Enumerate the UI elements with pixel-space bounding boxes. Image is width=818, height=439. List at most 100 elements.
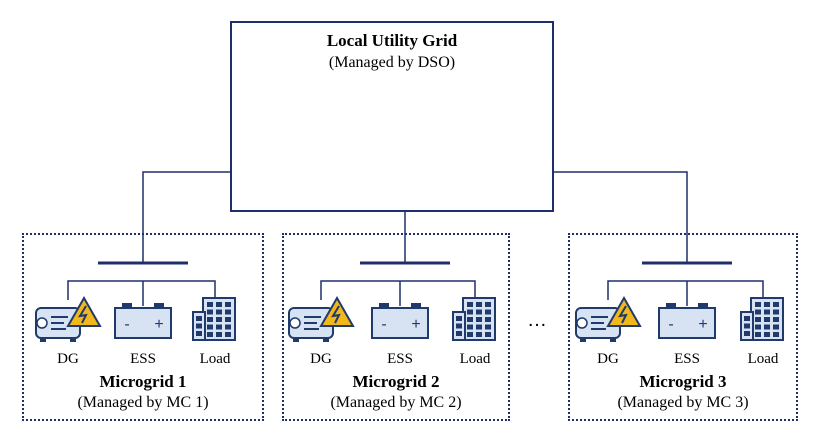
mg1-dg-label: DG (57, 351, 79, 367)
building-window (225, 309, 231, 315)
building-window (225, 302, 231, 307)
diesel-generator-icon (575, 295, 642, 342)
generator-foot (610, 338, 616, 342)
battery-body (114, 307, 172, 339)
building-window (207, 309, 213, 315)
building-window (744, 323, 750, 329)
diesel-generator-icon (288, 295, 355, 342)
lightning-bolt-icon (618, 305, 628, 324)
battery-body (371, 307, 429, 339)
generator-fan (36, 317, 48, 329)
building-window (755, 317, 761, 322)
building-window (456, 331, 462, 336)
battery-minus-sign: - (668, 316, 673, 333)
building-window (207, 324, 213, 330)
building-window (207, 317, 213, 322)
building-window (476, 324, 482, 330)
microgrid-1-box (22, 233, 264, 421)
microgrid-2-title: Microgrid 2 (352, 372, 440, 391)
branch-wires (67, 280, 216, 300)
grid-subtitle: (Managed by DSO) (328, 54, 456, 71)
mg1-ess-label: ESS (130, 351, 156, 367)
microgrid-3-title: Microgrid 3 (639, 372, 727, 391)
building-window (196, 323, 202, 329)
building-window (755, 309, 761, 315)
lightning-bolt-icon (331, 305, 341, 324)
building-window (216, 302, 222, 307)
battery-plus-sign: + (698, 316, 707, 333)
generator-foot (70, 338, 76, 342)
building-window (456, 323, 462, 329)
microgrid-2-subtitle: (Managed by MC 2) (330, 394, 462, 411)
building-load-icon (740, 297, 784, 341)
building-window (744, 316, 750, 321)
mg2-load-label: Load (459, 351, 491, 367)
mg2-dg-label: DG (310, 351, 332, 367)
building-window (755, 324, 761, 330)
building-window (485, 302, 491, 307)
battery-plus-sign: + (154, 316, 163, 333)
building-window (467, 324, 473, 330)
building-window (773, 302, 779, 307)
battery-minus-sign: - (381, 316, 386, 333)
battery-icon: -+ (658, 303, 716, 339)
building-load-icon (452, 297, 496, 341)
building-window (225, 332, 231, 337)
microgrid-3-circuit: -+ (575, 261, 784, 342)
grid-connections (142, 171, 688, 263)
building-window (485, 309, 491, 315)
generator-fan (289, 317, 301, 329)
building-window (764, 317, 770, 322)
warning-triangle-icon (606, 295, 642, 327)
building-window (476, 309, 482, 315)
generator-foot (40, 338, 46, 342)
warning-triangle-icon (66, 295, 102, 327)
connection-line-microgrid-1 (142, 171, 230, 263)
building-window (773, 324, 779, 330)
building-window (764, 332, 770, 337)
building-window (773, 317, 779, 322)
building-window (485, 332, 491, 337)
building-window (764, 302, 770, 307)
ellipsis: … (527, 309, 547, 331)
microgrid-2-circuit: -+ (288, 261, 496, 342)
building-window (485, 324, 491, 330)
generator-foot (580, 338, 586, 342)
building-window (207, 302, 213, 307)
microgrid-layer: -+-+-+ (35, 261, 784, 342)
building-window (764, 324, 770, 330)
battery-terminal (666, 303, 676, 308)
branch-wires (607, 280, 764, 300)
building-window (207, 332, 213, 337)
connection-line-microgrid-3 (554, 171, 688, 263)
microgrid-3-box (568, 233, 798, 421)
lightning-bolt-icon (78, 305, 88, 324)
battery-plus-sign: + (411, 316, 420, 333)
mg1-load-label: Load (199, 351, 231, 367)
battery-terminal (154, 303, 164, 308)
microgrid-1-subtitle: (Managed by MC 1) (77, 394, 209, 411)
building-window (196, 331, 202, 336)
building-window (773, 332, 779, 337)
grid-title: Local Utility Grid (326, 31, 458, 50)
diesel-generator-icon (35, 295, 102, 342)
building-window (755, 302, 761, 307)
generator-foot (323, 338, 329, 342)
building-window (467, 309, 473, 315)
battery-body (658, 307, 716, 339)
mg3-load-label: Load (747, 351, 779, 367)
building-window (456, 316, 462, 321)
mg3-ess-label: ESS (674, 351, 700, 367)
warning-triangle-icon (319, 295, 355, 327)
building-window (485, 317, 491, 322)
building-window (476, 332, 482, 337)
microgrid-2-box (282, 233, 510, 421)
generator-foot (293, 338, 299, 342)
building-window (467, 317, 473, 322)
battery-icon: -+ (114, 303, 172, 339)
building-window (196, 316, 202, 321)
building-window (773, 309, 779, 315)
building-window (764, 309, 770, 315)
microgrid-1-circuit: -+ (35, 261, 236, 342)
mg2-ess-label: ESS (387, 351, 413, 367)
